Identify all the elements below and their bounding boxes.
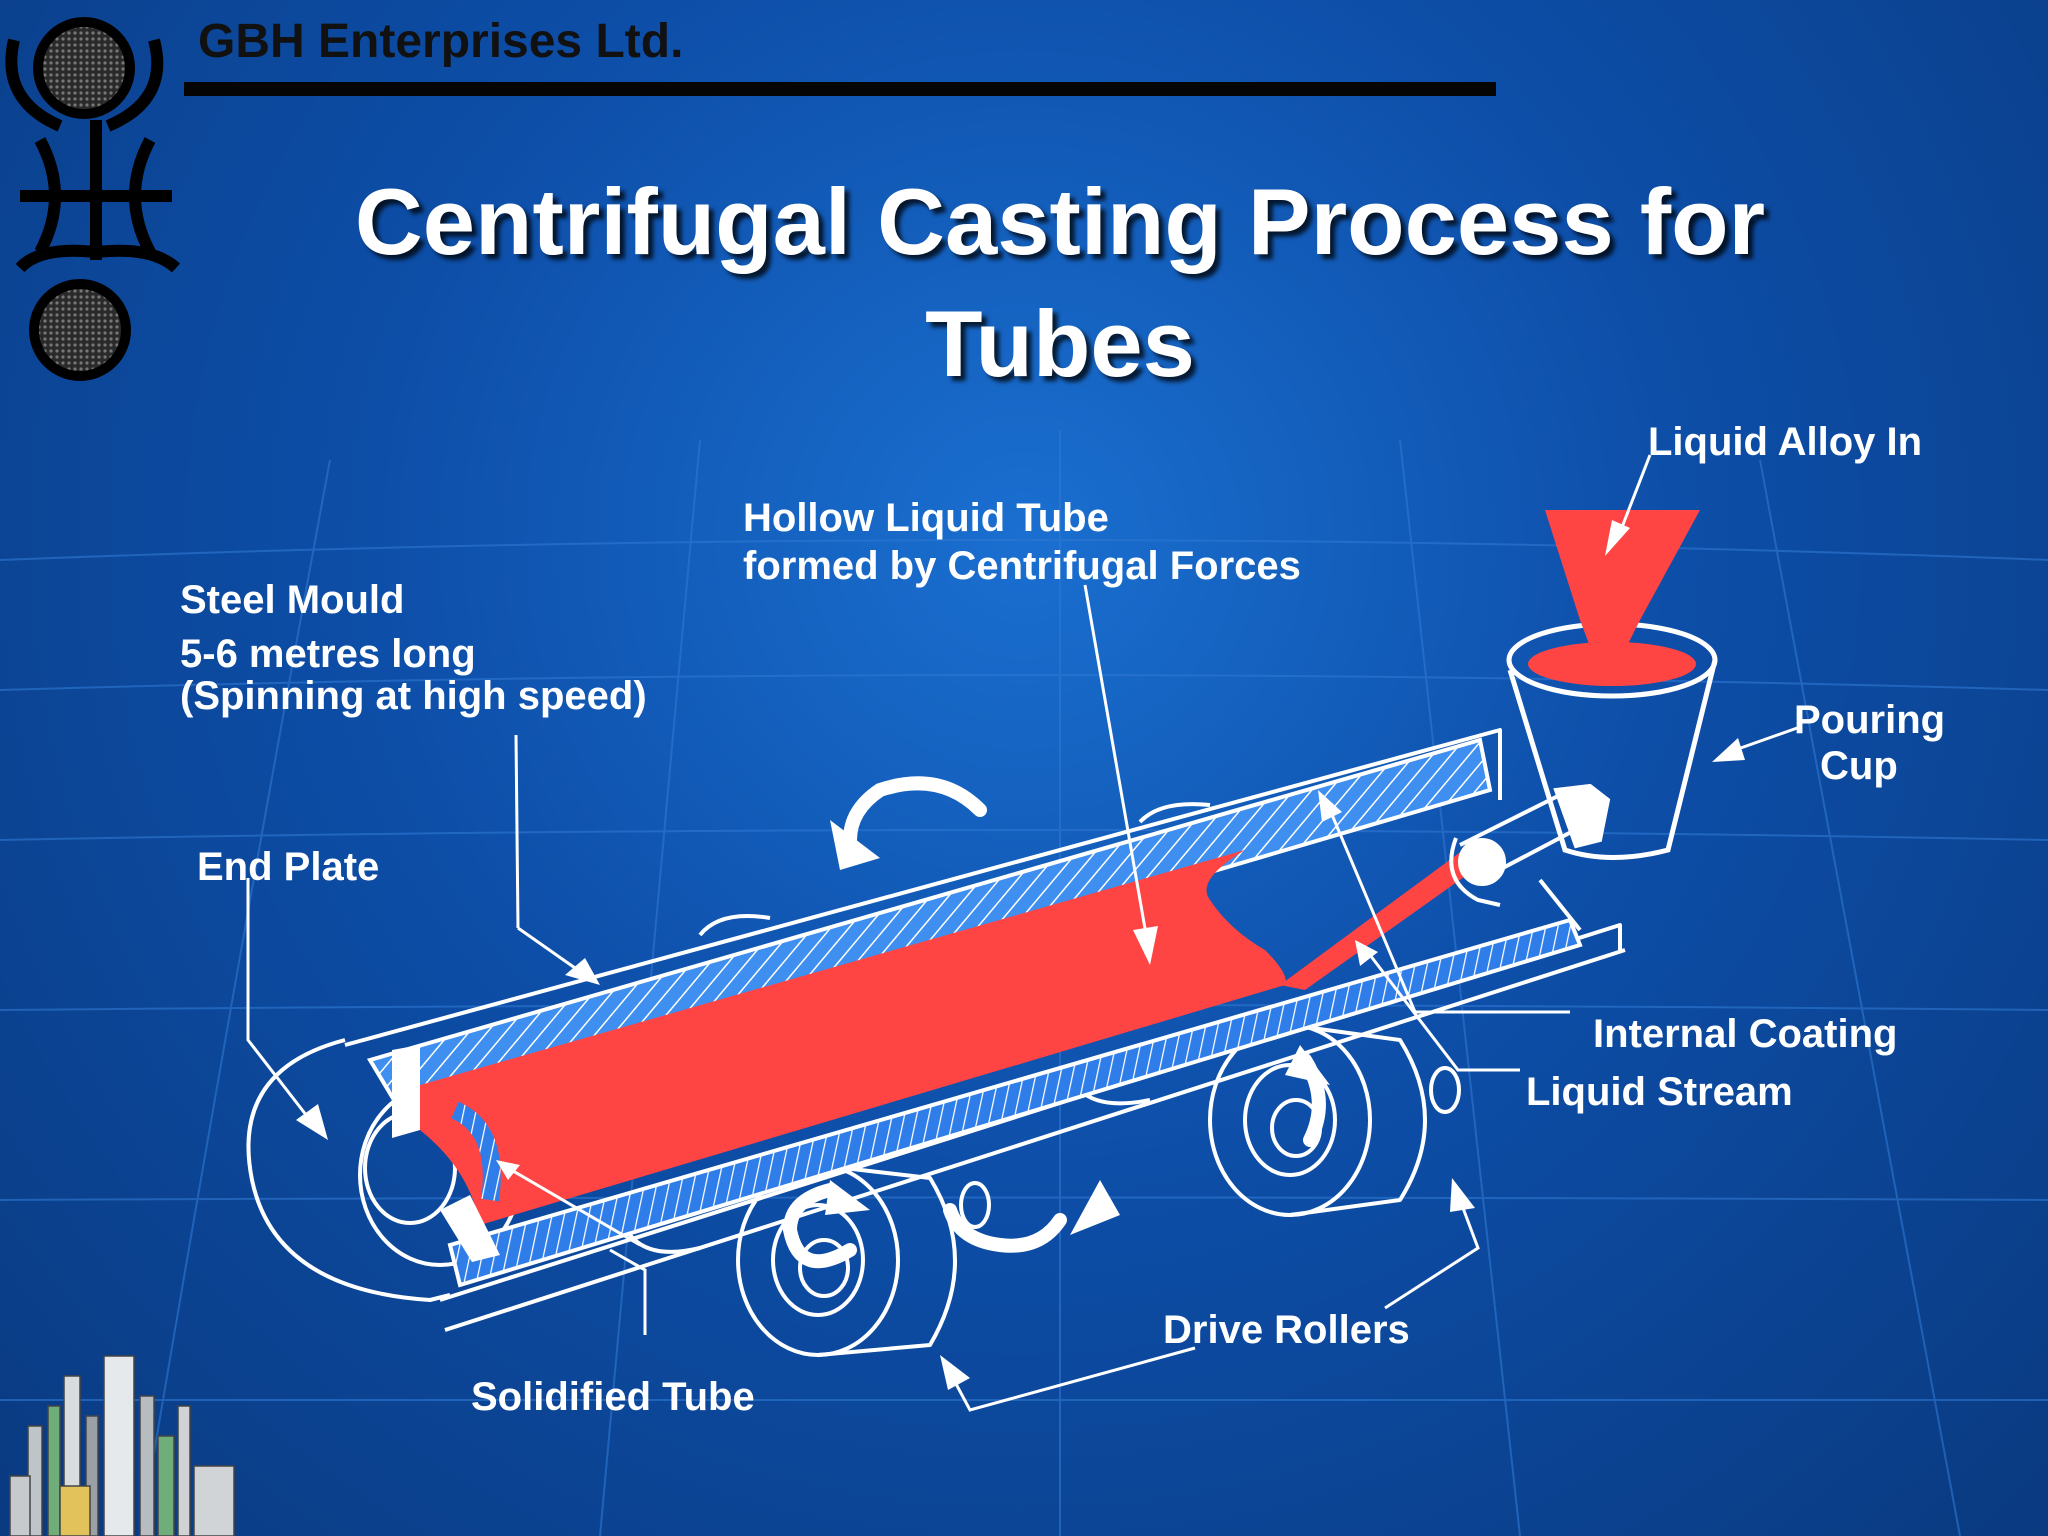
label-liquid-stream: Liquid Stream <box>1526 1070 1793 1114</box>
pouring-cup <box>1506 510 1718 860</box>
label-steel-mould-line3: (Spinning at high speed) <box>180 674 647 718</box>
mould-top-wall <box>366 737 1493 1113</box>
label-hollow-liquid-tube-line2: formed by Centrifugal Forces <box>743 544 1301 588</box>
rotation-arrows <box>782 776 1326 1269</box>
label-pouring-cup-line2: Cup <box>1820 744 1898 788</box>
industrial-plant-icon <box>9 1355 235 1536</box>
mould-bottom-wall <box>447 917 1583 1288</box>
label-liquid-alloy-in: Liquid Alloy In <box>1648 420 1923 464</box>
label-steel-mould-line1: Steel Mould <box>180 578 405 622</box>
label-internal-coating: Internal Coating <box>1593 1012 1898 1056</box>
label-hollow-liquid-tube-line1: Hollow Liquid Tube <box>743 496 1109 540</box>
label-solidified-tube: Solidified Tube <box>471 1375 755 1419</box>
slide-title-line1: Centrifugal Casting Process for <box>354 169 1766 274</box>
label-drive-rollers: Drive Rollers <box>1163 1308 1410 1352</box>
liquid-stream <box>1280 845 1485 990</box>
company-name: GBH Enterprises Ltd. <box>198 15 684 68</box>
label-end-plate: End Plate <box>197 845 380 889</box>
drive-roller-right <box>1208 1023 1461 1217</box>
pouring-nozzle <box>1449 783 1611 932</box>
header-rule <box>184 82 1496 96</box>
label-steel-mould-line2: 5-6 metres long <box>180 632 476 676</box>
molten-metal <box>420 850 1286 1225</box>
label-pouring-cup-line1: Pouring <box>1794 698 1946 742</box>
drive-roller-left <box>736 1163 991 1357</box>
slide-title-line2: Tubes <box>925 291 1195 396</box>
end-plate <box>246 1038 451 1302</box>
company-logo <box>5 17 181 381</box>
